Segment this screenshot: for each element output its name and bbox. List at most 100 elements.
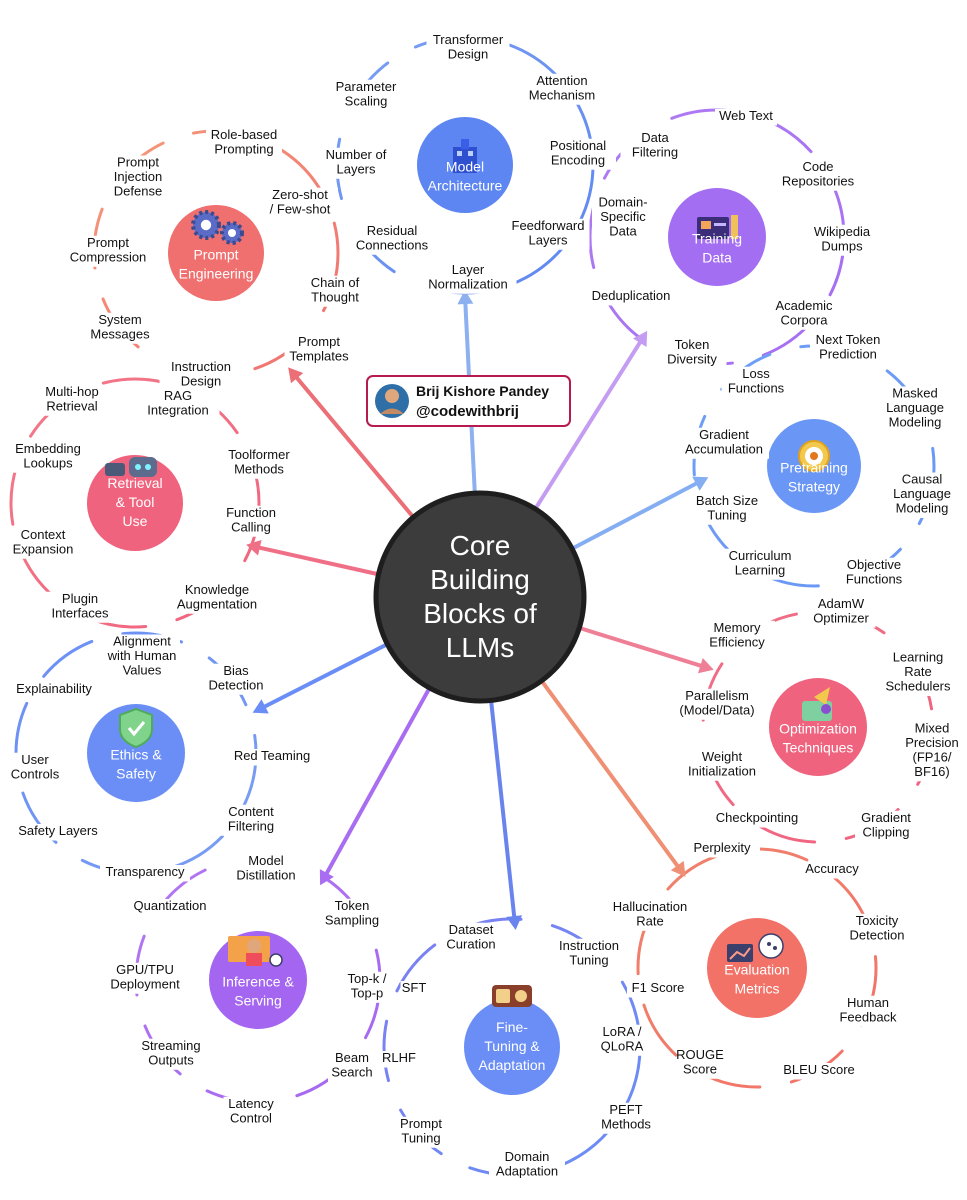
model-architecture-topic-text: Encoding [551, 152, 605, 167]
hub-title-line-4: LLMs [446, 632, 514, 663]
optimization-techniques-topic-text: BF16) [914, 764, 949, 779]
optimization-techniques-topic-text: Weight [702, 749, 743, 764]
model-architecture-topic-text: Positional [550, 138, 606, 153]
prompt-engineering-topic-text: Instruction [171, 359, 231, 374]
prompt-engineering-topic-text: / Few-shot [270, 201, 331, 216]
evaluation-metrics-topic: BLEU Score [781, 1062, 857, 1080]
model-architecture-topic-text: Layers [336, 161, 376, 176]
ethics-safety-node[interactable]: Ethics &Safety [84, 701, 188, 805]
retrieval-tool-use-topic-text: Calling [231, 519, 271, 534]
pretraining-strategy-title: Pretraining [780, 460, 848, 476]
optimization-techniques-topic-text: Memory [714, 620, 761, 635]
inference-serving-topic-text: Control [230, 1110, 272, 1125]
prompt-engineering-topic-text: Thought [311, 289, 359, 304]
author-badge-frame [366, 375, 571, 427]
inference-serving-node[interactable]: Inference &Serving [206, 928, 310, 1032]
evaluation-metrics-spoke-arrow [670, 860, 686, 877]
optimization-techniques-topic-text: Precision [905, 735, 958, 750]
ethics-safety-title: Safety [116, 766, 156, 782]
fine-tuning-adaptation-topic-text: Domain [505, 1149, 550, 1164]
model-architecture-spoke-arrow [457, 290, 474, 305]
hub-circle [373, 490, 587, 704]
author-handle[interactable]: @codewithbrij [416, 403, 519, 420]
training-data-topic-text: Corpora [781, 312, 829, 327]
ethics-safety-topic-text: Detection [209, 677, 264, 692]
evaluation-metrics-topic-text: F1 Score [632, 980, 685, 995]
model-architecture-topic-text: Attention [536, 73, 587, 88]
inference-serving-topic-text: Sampling [325, 912, 379, 927]
inference-serving-title: Serving [234, 993, 281, 1009]
pretraining-strategy-topic-text: Accumulation [685, 441, 763, 456]
evaluation-metrics-topic: F1 Score [627, 980, 689, 998]
optimization-techniques-topic-text: AdamW [818, 596, 865, 611]
fine-tuning-adaptation-topic: SFT [400, 980, 428, 998]
pretraining-strategy-topic-text: Tuning [707, 507, 746, 522]
training-data-topic: Web Text [715, 108, 777, 126]
training-data-topic: Deduplication [582, 288, 680, 306]
training-data-topic-text: Diversity [667, 351, 717, 366]
shield-check-icon [119, 707, 153, 749]
fine-tuning-adaptation-node[interactable]: Fine-Tuning &Adaptation [461, 985, 563, 1098]
fine-tuning-adaptation-title: Tuning & [484, 1038, 540, 1054]
optimization-techniques-topic-text: Checkpointing [716, 810, 798, 825]
avatar [375, 384, 409, 418]
training-data-topic-text: Code [802, 159, 833, 174]
optimization-techniques-title: Techniques [783, 740, 854, 756]
author-badge[interactable]: Brij Kishore Pandey @codewithbrij [366, 375, 571, 427]
ethics-safety-circle [87, 704, 185, 802]
evaluation-metrics-topic-text: Toxicity [856, 913, 899, 928]
inference-serving-topic-text: Latency [228, 1096, 274, 1111]
fine-tuning-adaptation-topic-text: Adaptation [496, 1163, 558, 1178]
optimization-techniques-topic-text: Schedulers [885, 679, 951, 694]
pretraining-strategy-topic-text: Language [893, 486, 951, 501]
retrieval-tool-use-topic-text: Multi-hop [45, 384, 98, 399]
author-name: Brij Kishore Pandey [416, 383, 549, 399]
evaluation-metrics-topic-text: Accuracy [805, 861, 859, 876]
retrieval-tool-use-topic-text: Knowledge [185, 582, 249, 597]
retrieval-tool-use-topic-text: Function [226, 505, 276, 520]
fine-tuning-adaptation-topic-text: PEFT [609, 1102, 642, 1117]
ethics-safety-topic-text: Transparency [106, 864, 185, 879]
ethics-safety-topic-text: Safety Layers [18, 823, 98, 838]
training-data-topic-text: Token [675, 337, 710, 352]
optimization-techniques-spoke-arrow [697, 657, 714, 674]
optimization-techniques-topic-text: Optimizer [813, 610, 869, 625]
retrieval-tool-use-topic-text: Toolformer [228, 447, 290, 462]
pretraining-strategy-spoke [571, 480, 700, 550]
fine-tuning-adaptation-topic: RLHF [382, 1050, 416, 1068]
prompt-engineering-topic-text: Prompt [87, 235, 129, 250]
retrieval-tool-use-topic-text: Expansion [13, 541, 74, 556]
fine-tuning-adaptation-circle [464, 999, 560, 1095]
ethics-safety-topic-text: Bias [223, 663, 249, 678]
optimization-techniques-title: Optimization [779, 721, 857, 737]
ethics-safety-topic-text: Values [123, 663, 162, 678]
model-architecture-topic-text: Layers [528, 232, 568, 247]
optimization-techniques-topic: Checkpointing [708, 810, 806, 828]
model-architecture-topic-text: Scaling [345, 93, 388, 108]
prompt-engineering-topic-text: Chain of [311, 275, 360, 290]
